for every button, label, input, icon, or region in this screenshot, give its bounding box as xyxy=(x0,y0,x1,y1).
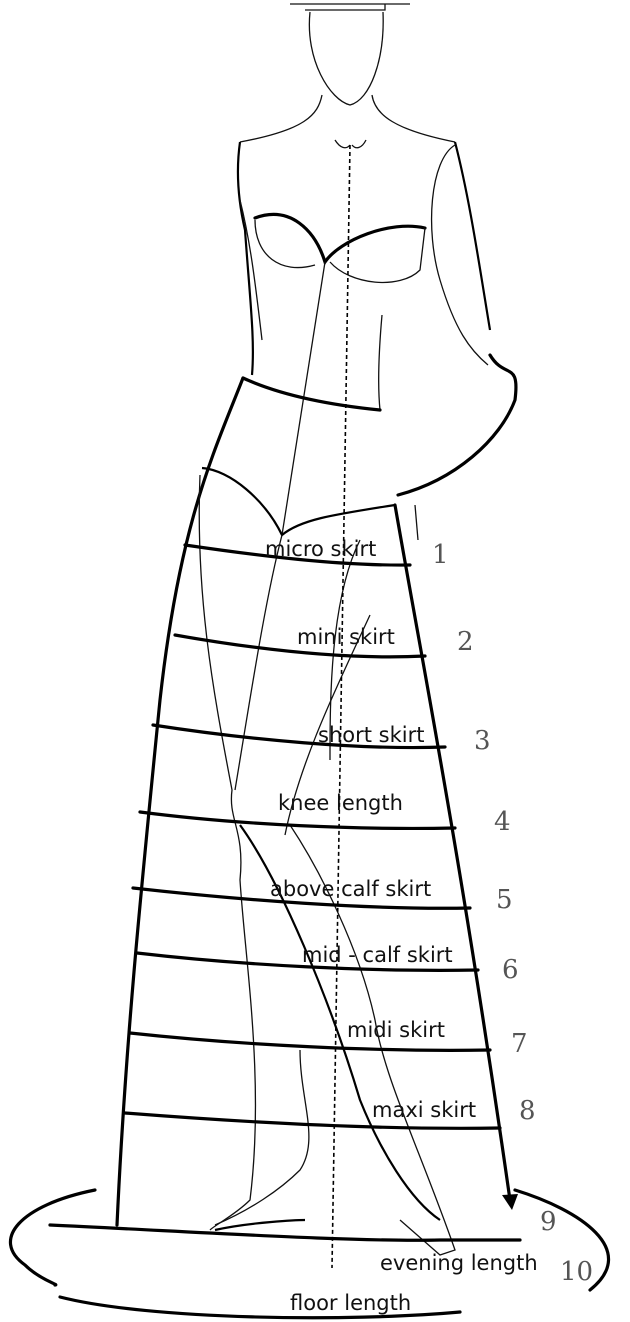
label-evening-length: evening length xyxy=(380,1251,538,1275)
label-maxi-skirt: maxi skirt xyxy=(372,1098,476,1122)
number-10: 10 xyxy=(560,1257,593,1287)
number-1: 1 xyxy=(432,540,449,570)
number-2: 2 xyxy=(457,627,474,657)
label-mini-skirt: mini skirt xyxy=(297,625,395,649)
label-floor-length: floor length xyxy=(290,1291,411,1315)
label-midi-skirt: midi skirt xyxy=(347,1018,445,1042)
label-knee-length: knee length xyxy=(278,791,403,815)
number-9: 9 xyxy=(540,1207,557,1237)
number-7: 7 xyxy=(511,1029,528,1059)
label-mid-calf-skirt: mid - calf skirt xyxy=(302,943,453,967)
number-8: 8 xyxy=(519,1096,536,1126)
number-6: 6 xyxy=(502,955,519,985)
number-5: 5 xyxy=(496,885,513,915)
number-4: 4 xyxy=(494,807,511,837)
length-labels: micro skirt 1 mini skirt 2 short skirt 3… xyxy=(265,537,593,1315)
label-short-skirt: short skirt xyxy=(318,723,424,747)
arrow-head-icon xyxy=(502,1194,518,1210)
length-lines xyxy=(48,543,522,1242)
label-micro-skirt: micro skirt xyxy=(265,537,376,561)
center-dashed-line xyxy=(331,144,351,1269)
number-3: 3 xyxy=(474,726,491,756)
label-above-calf-skirt: above calf skirt xyxy=(270,877,431,901)
fashion-figure xyxy=(8,3,611,1320)
